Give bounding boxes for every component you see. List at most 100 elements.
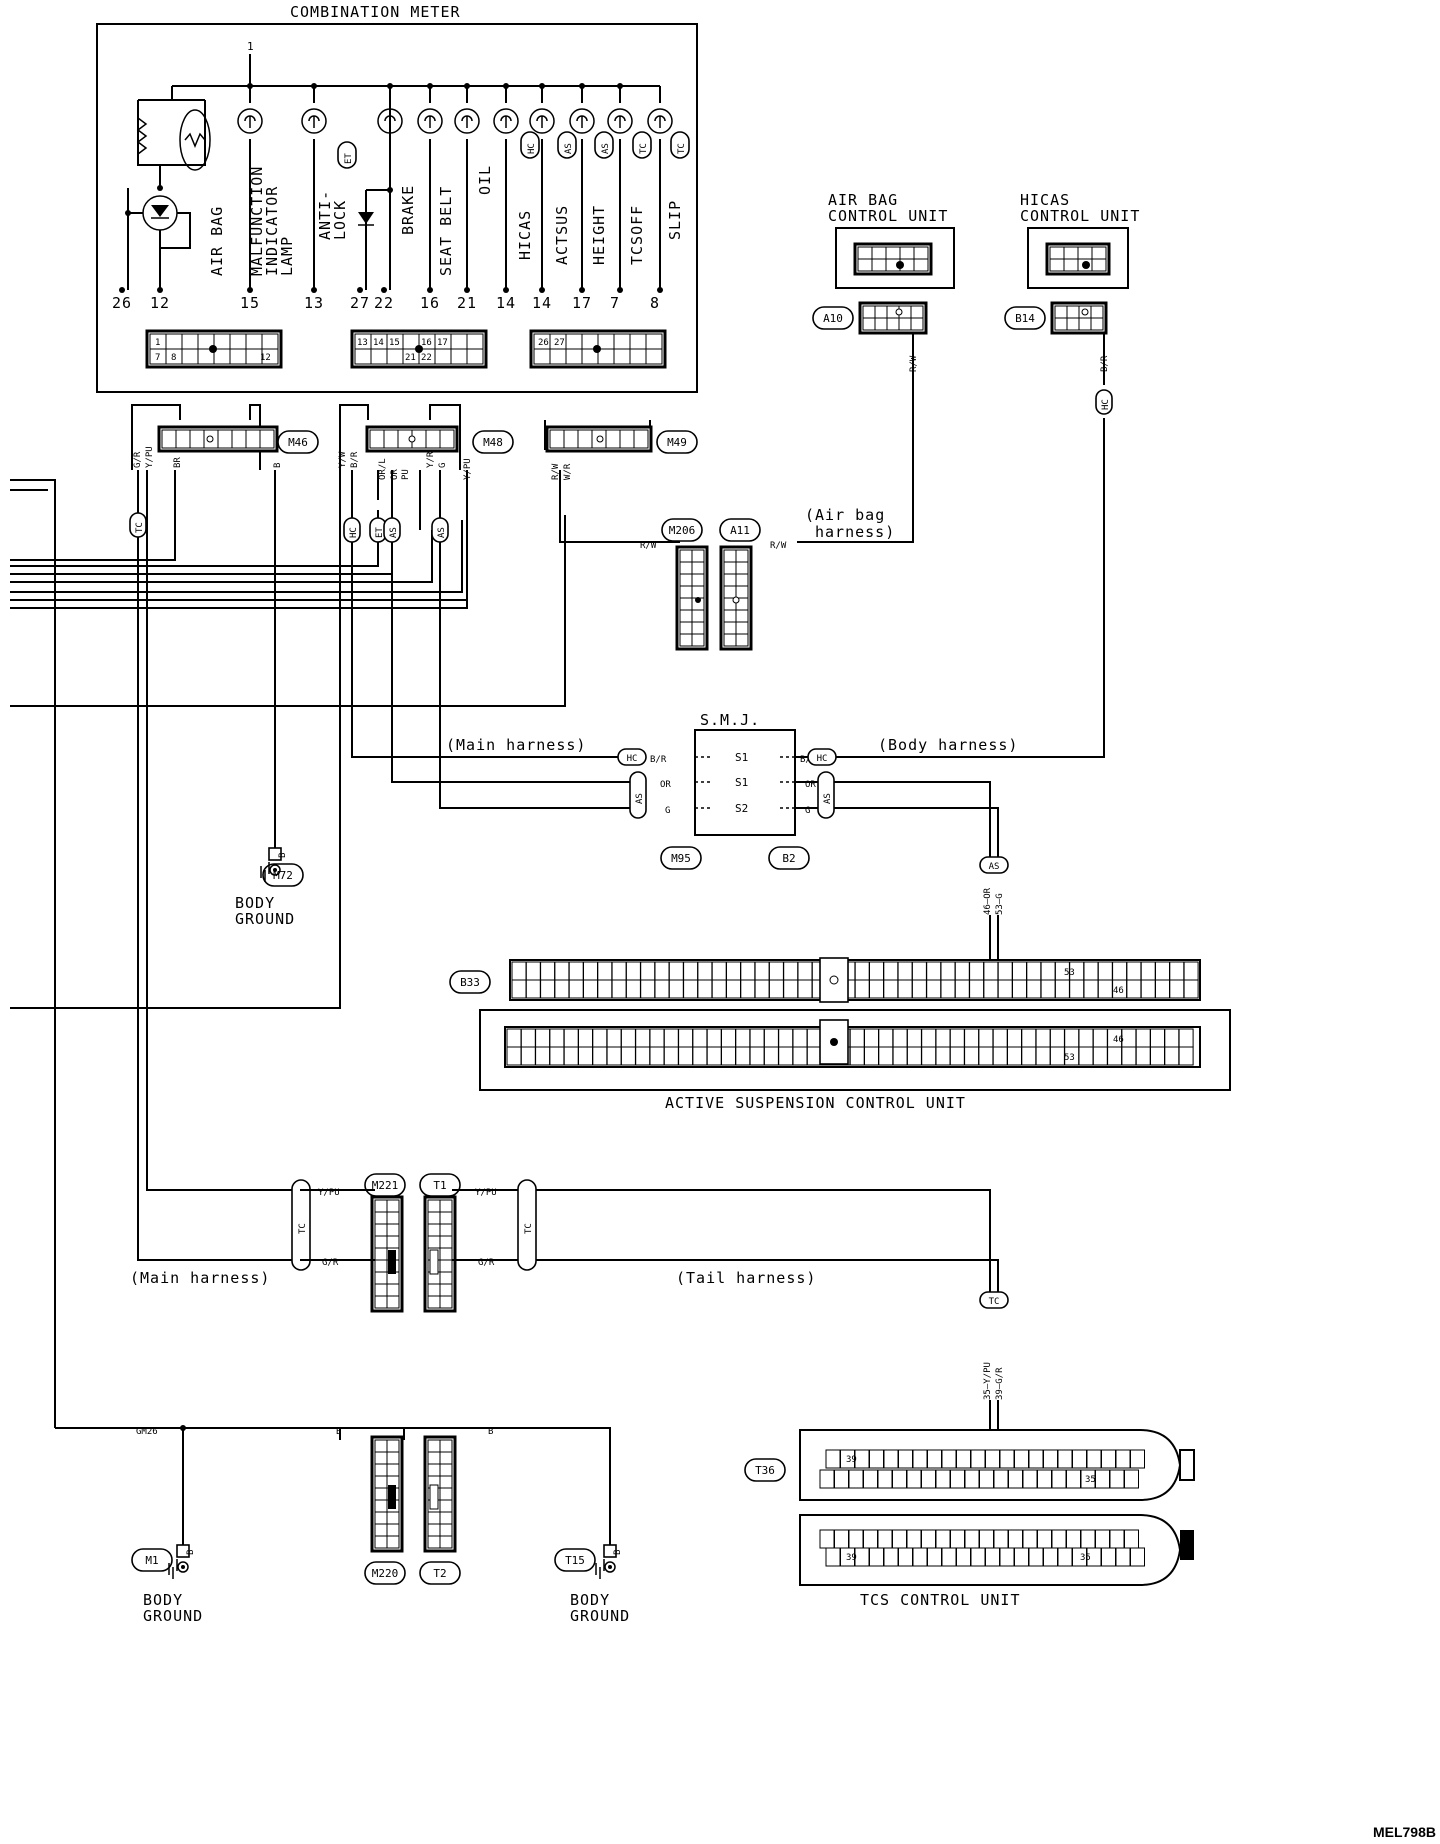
svg-text:27: 27	[554, 338, 565, 348]
svg-text:AS: AS	[635, 793, 645, 804]
wire-br-smj-left: B/R	[650, 755, 667, 765]
badge-tc-m221: TC	[291, 1179, 311, 1271]
lamp-label-mil-1: MALFUNCTION	[248, 166, 266, 276]
meter-top-pin: 1	[247, 40, 254, 53]
svg-text:M95: M95	[671, 852, 691, 865]
svg-text:A11: A11	[730, 524, 750, 537]
svg-text:22: 22	[421, 353, 432, 363]
svg-text:TC: TC	[135, 522, 145, 533]
badge-hc-smj-right: HC	[807, 748, 837, 766]
badge-as-smj-left: AS	[629, 771, 647, 819]
svg-text:14: 14	[373, 338, 384, 348]
lamp-badge: HC	[520, 131, 540, 159]
connector-m206	[675, 545, 709, 651]
b14-connector	[1050, 301, 1108, 335]
wire-53-g: 53—G	[995, 893, 1005, 915]
wire-ypu-m221: Y/PU	[318, 1188, 340, 1198]
wire-or-smj-left: OR	[660, 780, 671, 790]
lamp-label-brake: BRAKE	[399, 185, 417, 235]
wire-g-smj-right: G	[805, 806, 810, 816]
tag-m1: M1	[131, 1548, 173, 1572]
tcs-title: TCS CONTROL UNIT	[860, 1591, 1021, 1609]
tag-m206: M206	[661, 518, 703, 542]
as-pin-53: 53	[1064, 968, 1075, 978]
svg-text:12: 12	[260, 353, 271, 363]
meter-pin-number: 14	[496, 294, 516, 312]
connector-t1	[423, 1195, 457, 1313]
air-bag-unit-plug	[853, 242, 933, 276]
svg-text:M220: M220	[372, 1567, 399, 1580]
meter-pin-number: 8	[650, 294, 660, 312]
resistor-icon	[136, 117, 148, 155]
wire-gr-t1: G/R	[478, 1258, 495, 1268]
meter-pin-number: 22	[374, 294, 394, 312]
as-pin-46: 46	[1113, 986, 1124, 996]
smj-pin: S1	[735, 776, 748, 789]
as-unit-pin-53: 53	[1064, 1053, 1075, 1063]
splice-gm26: GM26	[136, 1427, 158, 1437]
hicas-unit-title-2: CONTROL UNIT	[1020, 207, 1140, 225]
harness-tail: (Tail harness)	[676, 1269, 816, 1287]
lamp-badge: AS	[557, 131, 577, 159]
wire-ypu-t1: Y/PU	[475, 1188, 497, 1198]
lamp-icon	[647, 108, 673, 134]
lamp-icon	[493, 108, 519, 134]
badge-as2-m48: AS	[431, 517, 449, 543]
wire-or-m48: OR	[390, 469, 400, 480]
tag-m49: M49	[656, 430, 698, 454]
svg-text:AS: AS	[989, 862, 1000, 872]
wire-rw-airbag: R/W	[909, 355, 919, 372]
badge-tc-tcs: TC	[979, 1291, 1009, 1309]
svg-text:M48: M48	[483, 436, 503, 449]
wire-ypu-m48: Y/PU	[463, 458, 473, 480]
tag-m221: M221	[364, 1173, 406, 1197]
svg-text:AS: AS	[823, 793, 833, 804]
tag-b14: B14	[1004, 306, 1046, 330]
svg-text:HC: HC	[1101, 399, 1111, 410]
connector-m49: M49	[544, 420, 698, 454]
badge-tc-t1: TC	[517, 1179, 537, 1271]
svg-text:T1: T1	[433, 1179, 446, 1192]
lamp-label-anti: ANTI-	[316, 190, 334, 240]
hicas-unit-plug	[1045, 242, 1111, 276]
lamp-icon	[607, 108, 633, 134]
svg-text:16: 16	[421, 338, 432, 348]
tag-b2: B2	[768, 846, 810, 870]
combination-meter-title: COMBINATION METER	[290, 3, 461, 21]
meter-pin-number: 27	[350, 294, 370, 312]
badge-as-smj-right: AS	[817, 771, 835, 819]
connector-t2	[423, 1435, 457, 1553]
diagram-code: MEL798B	[1372, 1824, 1436, 1840]
svg-text:M72: M72	[273, 869, 293, 882]
lamp-badge: TC	[670, 131, 690, 159]
tcs-pin-39: 39	[846, 1455, 857, 1465]
wire-rw-a11: R/W	[770, 541, 787, 551]
wire-39-gr: 39—G/R	[995, 1367, 1005, 1400]
badge-tc-m46: TC	[129, 512, 147, 538]
ground-label: GROUND	[143, 1607, 203, 1625]
lamp-badge: TC	[632, 131, 652, 159]
tag-m95: M95	[660, 846, 702, 870]
harness-main-2: (Main harness)	[130, 1269, 270, 1287]
svg-text:ET: ET	[375, 527, 385, 538]
lamp-icon	[417, 108, 443, 134]
svg-text:13: 13	[357, 338, 368, 348]
wire-35-ypu: 35—Y/PU	[983, 1362, 993, 1400]
wire-gr-m46: G/R	[133, 451, 143, 468]
tag-t1: T1	[419, 1173, 461, 1197]
wire-yw-m48: Y/W	[338, 451, 348, 468]
meter-pin-number: 12	[150, 294, 170, 312]
tag-m46: M46	[277, 430, 319, 454]
lamp-badge: ET	[337, 141, 357, 169]
svg-text:AS: AS	[389, 527, 399, 538]
svg-text:7: 7	[155, 353, 160, 363]
meter-pin-number: 15	[240, 294, 260, 312]
smj-pin: S1	[735, 751, 748, 764]
lamp-label-hicas: HICAS	[516, 210, 534, 260]
lamp-icon	[301, 108, 327, 134]
svg-text:HC: HC	[627, 754, 638, 764]
